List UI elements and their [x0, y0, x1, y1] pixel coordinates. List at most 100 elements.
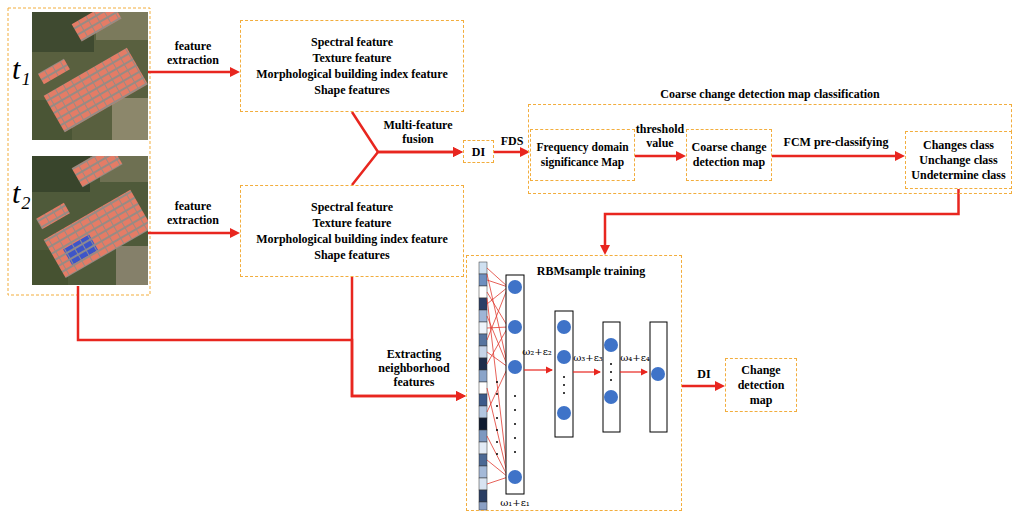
weight-label: ω₃+ε₃	[573, 352, 603, 364]
network-layers	[506, 275, 667, 494]
input-vector	[479, 502, 487, 510]
arrowhead	[453, 147, 463, 157]
time-label: t₂	[12, 176, 31, 210]
box-text: Shape features	[314, 247, 389, 263]
satellite-image-t1	[32, 12, 148, 140]
layer-arrow	[620, 371, 647, 372]
input-vector	[479, 286, 487, 298]
input-vector	[479, 370, 487, 382]
satellite-image-t1	[72, 12, 122, 42]
input-vector	[479, 430, 487, 442]
box-text: Spectral feature	[311, 34, 393, 50]
box-text: Texture feature	[313, 50, 392, 66]
satellite-image-t2	[116, 246, 148, 285]
satellite-image-t1	[112, 98, 148, 140]
input-vector	[479, 358, 487, 370]
connector-line	[352, 152, 455, 185]
network-weights	[487, 268, 508, 287]
arrowhead	[676, 151, 686, 161]
connector-line	[148, 71, 232, 74]
connector-line	[635, 155, 678, 158]
connector-line	[682, 385, 717, 388]
edge-label: threshold value	[630, 122, 690, 150]
input-vector	[479, 262, 487, 274]
network-neurons	[604, 338, 618, 352]
feature-box: Spectral featureTexture featureMorpholog…	[240, 185, 464, 277]
ellipsis-dots	[496, 429, 498, 431]
box-text: Frequency domain significance Map	[535, 140, 630, 170]
network-neurons	[508, 320, 522, 334]
edge-label: DI	[697, 367, 710, 381]
box-text: Morphological building index feature	[256, 231, 447, 247]
network-layers	[555, 311, 573, 437]
feature-box: Spectral featureTexture featureMorpholog…	[240, 20, 464, 112]
ellipsis-dots	[514, 409, 516, 411]
ellipsis-dots	[563, 384, 565, 386]
arrowhead	[230, 67, 240, 77]
connector-arrow	[148, 228, 240, 238]
layer-arrow	[524, 369, 552, 370]
layer-arrow	[573, 371, 600, 372]
layer-arrow	[524, 370, 647, 372]
input-vector	[479, 442, 487, 454]
network-neurons	[508, 470, 522, 484]
connector-arrow	[148, 67, 240, 77]
edge-label: FDS	[501, 134, 524, 148]
network-weights	[487, 477, 508, 484]
connector-line	[605, 189, 959, 247]
network-neurons	[557, 320, 571, 334]
ellipsis-dots	[496, 381, 498, 383]
edge-label: feature extraction	[157, 39, 229, 67]
satellite-image: t₁	[10, 12, 148, 140]
connector-arrow	[352, 277, 466, 401]
network-neurons	[604, 390, 618, 404]
network-weights	[487, 436, 508, 477]
ellipsis-dots	[610, 379, 612, 381]
network-neurons	[557, 350, 571, 364]
image-panel-frame	[8, 8, 150, 295]
box-text: Undetermine class	[911, 168, 1005, 183]
satellite-image-t2	[44, 190, 148, 278]
satellite-image-t2	[36, 203, 70, 229]
box-text: Change detection map	[730, 363, 792, 408]
ellipsis-dots	[496, 363, 612, 455]
box-text: Unchange class	[919, 153, 997, 168]
input-vector	[479, 334, 487, 346]
input-vector	[479, 310, 487, 322]
satellite-image-t1	[44, 48, 148, 132]
ellipsis-dots	[496, 405, 498, 407]
connector-arrow	[635, 151, 686, 161]
ellipsis-dots	[514, 437, 516, 439]
network-layers	[506, 275, 524, 494]
connector-arrow	[494, 147, 530, 157]
arrowhead	[453, 147, 463, 157]
connector-arrow	[78, 286, 466, 401]
arrowhead	[715, 381, 725, 391]
network-neurons	[508, 280, 665, 484]
edge-label: feature extraction	[157, 199, 229, 227]
connector-arrow	[772, 151, 905, 161]
satellite-image-t2	[72, 156, 123, 187]
panel-heading: RBMsample training	[517, 264, 665, 278]
ellipsis-dots	[563, 376, 565, 378]
ellipsis-dots	[514, 451, 516, 453]
network-weights	[487, 298, 508, 477]
connector-line	[494, 151, 522, 154]
box-text: Changes class	[923, 138, 994, 153]
connector-arrow	[352, 147, 463, 185]
input-vector	[479, 406, 487, 418]
connector-arrow	[682, 381, 725, 391]
ellipsis-dots	[496, 417, 498, 419]
arrowhead	[600, 245, 610, 255]
satellite-image-t1	[32, 12, 148, 132]
network-layers	[650, 322, 667, 432]
box-text: Morphological building index feature	[256, 66, 447, 82]
ellipsis-dots	[610, 371, 612, 373]
arrowhead	[230, 228, 240, 238]
box-text: Texture feature	[313, 215, 392, 231]
ellipsis-dots	[514, 423, 516, 425]
edge-label: FCM pre-classifying	[784, 135, 889, 149]
input-vector	[479, 418, 487, 430]
arrowhead	[895, 151, 905, 161]
